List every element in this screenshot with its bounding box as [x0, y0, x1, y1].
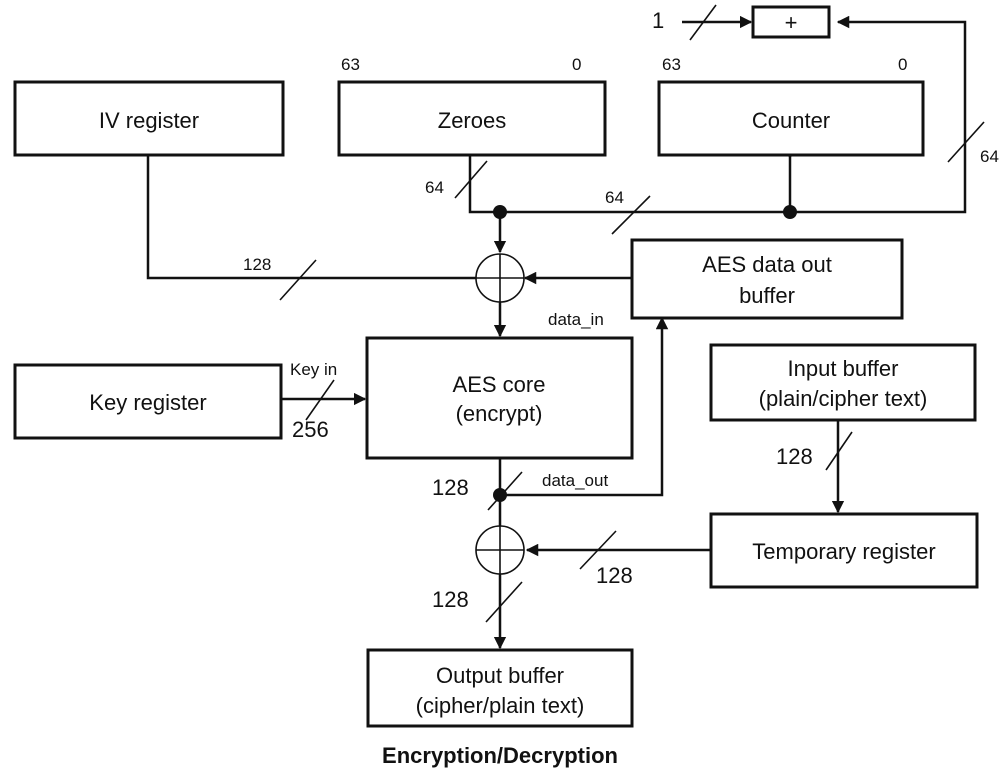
const-one-label: 1 — [652, 8, 664, 33]
svg-text:Counter: Counter — [752, 108, 830, 133]
zeroes-block: Zeroes — [337, 80, 607, 157]
diagram-caption: Encryption/Decryption — [382, 743, 618, 768]
counter-feedback-wire — [790, 15, 967, 214]
bus-slash-counter — [611, 195, 651, 235]
bus-slash-iv — [279, 259, 317, 301]
xor-lower — [475, 525, 525, 575]
iv-register-block: IV register — [13, 80, 285, 157]
svg-text:(encrypt): (encrypt) — [456, 401, 543, 426]
svg-text:(plain/cipher text): (plain/cipher text) — [759, 386, 928, 411]
svg-text:Temporary register: Temporary register — [752, 539, 935, 564]
data-out-feedback-wire — [500, 316, 669, 497]
svg-text:IV register: IV register — [99, 108, 199, 133]
bus-slash-input — [825, 431, 853, 471]
svg-text:Output buffer: Output buffer — [436, 663, 564, 688]
key-in-label: Key in — [290, 360, 337, 379]
bus-slash-xor-out — [485, 581, 523, 623]
key-width-label: 256 — [292, 417, 329, 442]
svg-text:AES core: AES core — [453, 372, 546, 397]
counter-block: Counter — [657, 80, 925, 157]
bus-slash-feedback — [947, 121, 985, 163]
counter-width-label: 64 — [605, 188, 624, 207]
zeroes-lsb-label: 0 — [572, 55, 581, 74]
counter-msb-label: 63 — [662, 55, 681, 74]
xor-upper — [475, 253, 525, 303]
temporary-register-block: Temporary register — [709, 512, 979, 589]
svg-text:buffer: buffer — [739, 283, 795, 308]
iv-width-label: 128 — [243, 255, 271, 274]
adder-block: + — [751, 5, 831, 39]
junction-zeroes — [493, 205, 507, 219]
counter-lsb-label: 0 — [898, 55, 907, 74]
feedback-width-label: 64 — [980, 147, 999, 166]
junction-counter — [783, 205, 797, 219]
svg-text:+: + — [785, 10, 798, 35]
output-buffer-block: Output buffer (cipher/plain text) — [366, 648, 634, 728]
iv-to-xor-wire — [146, 155, 476, 280]
aes-data-out-buffer-block: AES data out buffer — [630, 238, 904, 320]
svg-text:(cipher/plain text): (cipher/plain text) — [416, 693, 585, 718]
temp-width-label: 128 — [596, 563, 633, 588]
bus-slash-zeroes — [454, 160, 488, 199]
xor-out-width-label: 128 — [432, 587, 469, 612]
zeroes-counter-bus-wire — [468, 155, 790, 214]
aes-core-block: AES core (encrypt) — [365, 336, 634, 460]
key-register-block: Key register — [13, 363, 283, 440]
input-width-label: 128 — [776, 444, 813, 469]
svg-text:Zeroes: Zeroes — [438, 108, 506, 133]
zeroes-msb-label: 63 — [341, 55, 360, 74]
bus-slash-key — [305, 379, 335, 421]
svg-text:Input buffer: Input buffer — [788, 356, 899, 381]
aes-out-width-label: 128 — [432, 475, 469, 500]
bus-slash-const — [689, 4, 717, 41]
bus-slash-temp — [579, 530, 617, 570]
data-in-label: data_in — [548, 310, 604, 329]
input-buffer-block: Input buffer (plain/cipher text) — [709, 343, 977, 422]
junction-data-out — [493, 488, 507, 502]
data-out-label: data_out — [542, 471, 608, 490]
svg-text:Key register: Key register — [89, 390, 206, 415]
zeroes-width-label: 64 — [425, 178, 444, 197]
svg-text:AES data out: AES data out — [702, 252, 832, 277]
